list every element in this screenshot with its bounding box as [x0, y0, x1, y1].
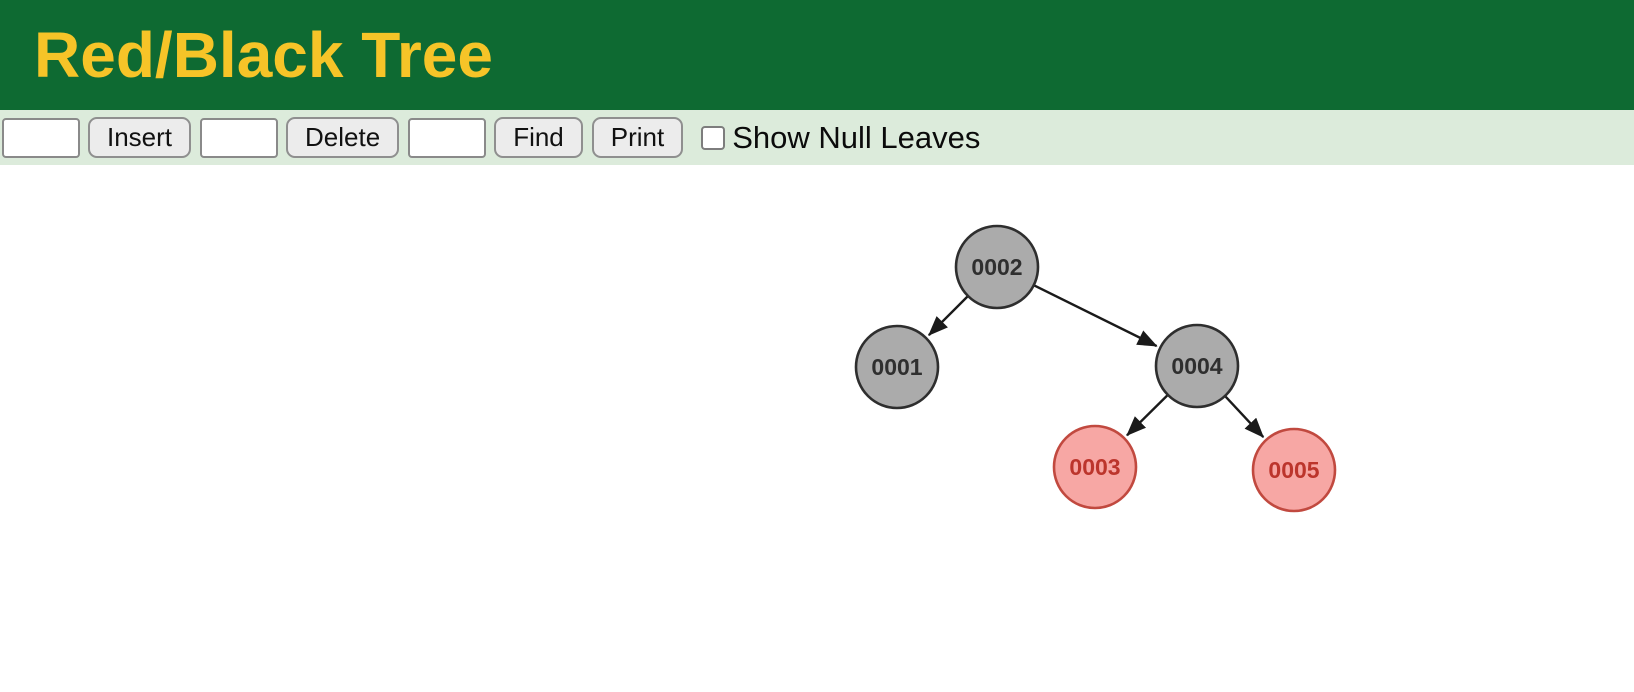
show-null-leaves-checkbox[interactable]: [701, 125, 726, 150]
tree-canvas: 0002 0001 0004 0003 0005: [854, 224, 1337, 513]
tree-node-0001: 0001: [854, 324, 940, 410]
tree-node-label: 0005: [1268, 457, 1319, 483]
find-button[interactable]: Find: [494, 117, 583, 158]
tree-node-0005: 0005: [1251, 427, 1337, 513]
insert-button[interactable]: Insert: [88, 117, 192, 158]
insert-input[interactable]: [2, 117, 80, 158]
tree-edges: [927, 284, 1265, 438]
tree-node-circle: [1154, 323, 1240, 409]
tree-node-0004: 0004: [1154, 323, 1240, 409]
tree-node-label: 0002: [971, 254, 1022, 280]
tree-edge-0004-0005: [1224, 395, 1265, 438]
tree-node-circle: [1052, 424, 1138, 510]
page-title: Red/Black Tree: [34, 19, 493, 91]
tree-area: 0002 0001 0004 0003 0005: [0, 165, 1634, 692]
show-null-leaves-control: Show Null Leaves: [701, 120, 980, 156]
find-input[interactable]: [408, 117, 487, 158]
tree-node-label: 0004: [1171, 353, 1222, 379]
app-header: Red/Black Tree: [0, 0, 1634, 110]
tree-node-label: 0001: [871, 354, 922, 380]
tree-node-0003: 0003: [1052, 424, 1138, 510]
tree-edge-0004-0003: [1126, 393, 1169, 437]
toolbar: Insert Delete Find Print Show Null Leave…: [0, 110, 1634, 165]
tree-node-0002: 0002: [954, 224, 1040, 310]
tree-nodes: 0002 0001 0004 0003 0005: [854, 224, 1337, 513]
tree-edge-0002-0004: [1033, 284, 1158, 348]
tree-node-circle: [1251, 427, 1337, 513]
delete-input[interactable]: [200, 117, 279, 158]
print-button[interactable]: Print: [591, 117, 684, 158]
tree-node-circle: [854, 324, 940, 410]
show-null-leaves-label: Show Null Leaves: [732, 119, 981, 155]
tree-node-label: 0003: [1069, 454, 1120, 480]
tree-node-circle: [954, 224, 1040, 310]
tree-edge-0002-0001: [927, 295, 969, 337]
delete-button[interactable]: Delete: [286, 117, 400, 158]
